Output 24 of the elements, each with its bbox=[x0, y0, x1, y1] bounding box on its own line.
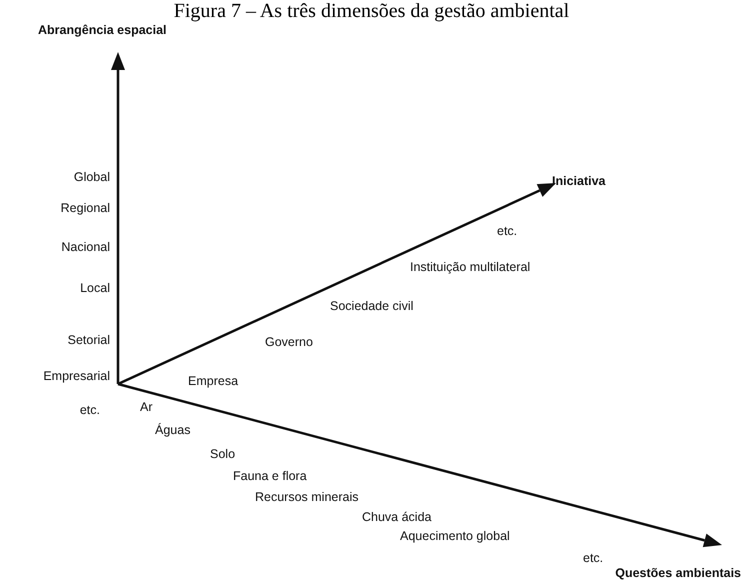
axis-category-label: Fauna e flora bbox=[233, 469, 307, 483]
axis-category-label: Aquecimento global bbox=[400, 529, 510, 543]
axis-category-label: etc. bbox=[497, 224, 518, 238]
axis-category-label: Governo bbox=[265, 335, 313, 349]
axis-category-label: Nacional bbox=[61, 240, 110, 254]
axis-category-label: Sociedade civil bbox=[330, 299, 414, 313]
axis-category-label: Recursos minerais bbox=[255, 490, 359, 504]
axis-category-label: Regional bbox=[60, 201, 110, 215]
axis-title: Questões ambientais bbox=[615, 566, 741, 580]
axis-category-label: Global bbox=[74, 170, 110, 184]
axis-category-label: Setorial bbox=[68, 333, 110, 347]
axis-category-label: Instituição multilateral bbox=[410, 260, 530, 274]
axis-category-label: etc. bbox=[583, 551, 604, 565]
axis-category-label: Empresa bbox=[188, 374, 238, 388]
axis-category-label: Ar bbox=[140, 400, 152, 414]
axis-category-label: etc. bbox=[80, 403, 100, 417]
axis-title: Iniciativa bbox=[552, 174, 606, 188]
figure-title: Figura 7 – As três dimensões da gestão ambiental bbox=[172, 0, 570, 23]
axis-category-label: Águas bbox=[155, 423, 190, 437]
axis-category-label: Solo bbox=[210, 447, 236, 461]
axis-category-label: Empresarial bbox=[43, 369, 110, 383]
axis-category-label: Chuva ácida bbox=[362, 510, 432, 524]
axis-category-label: Local bbox=[80, 281, 110, 295]
axis-title: Abrangência espacial bbox=[38, 23, 167, 37]
